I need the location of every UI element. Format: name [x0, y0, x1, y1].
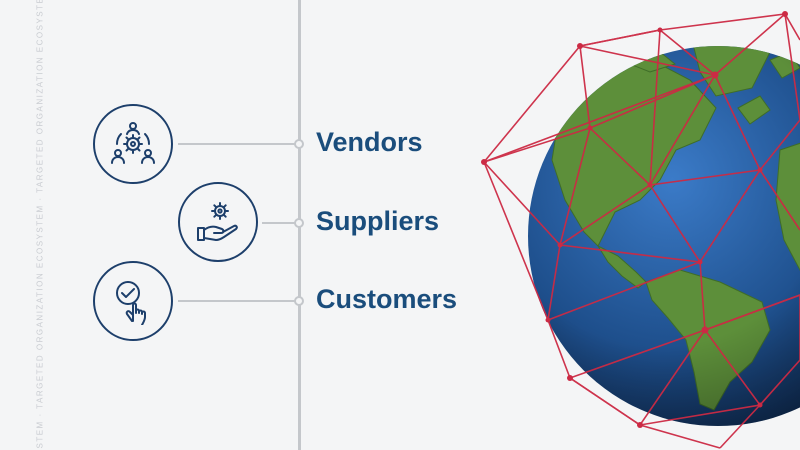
network-nodes — [481, 11, 788, 428]
suppliers-connector — [262, 222, 298, 224]
suppliers-node — [294, 218, 304, 228]
globe-network-graphic — [481, 11, 800, 449]
hand-gear-icon — [197, 202, 238, 241]
customers-label: Customers — [316, 284, 458, 314]
vendors-label: Vendors — [316, 127, 423, 157]
customers-connector — [178, 300, 298, 302]
suppliers-icon-circle — [178, 182, 258, 262]
vendors-icon-circle — [93, 104, 173, 184]
vendors-node — [294, 139, 304, 149]
touch-check-icon — [116, 281, 146, 325]
customers-icon-circle — [93, 261, 173, 341]
earth — [528, 46, 800, 426]
side-text-label: STEM · TARGETED ORGANIZATION ECOSYSTEM ·… — [35, 0, 45, 449]
customers-node — [294, 296, 304, 306]
suppliers-label: Suppliers — [316, 206, 440, 236]
vendors-connector — [178, 143, 298, 145]
people-gear-icon — [111, 122, 155, 164]
